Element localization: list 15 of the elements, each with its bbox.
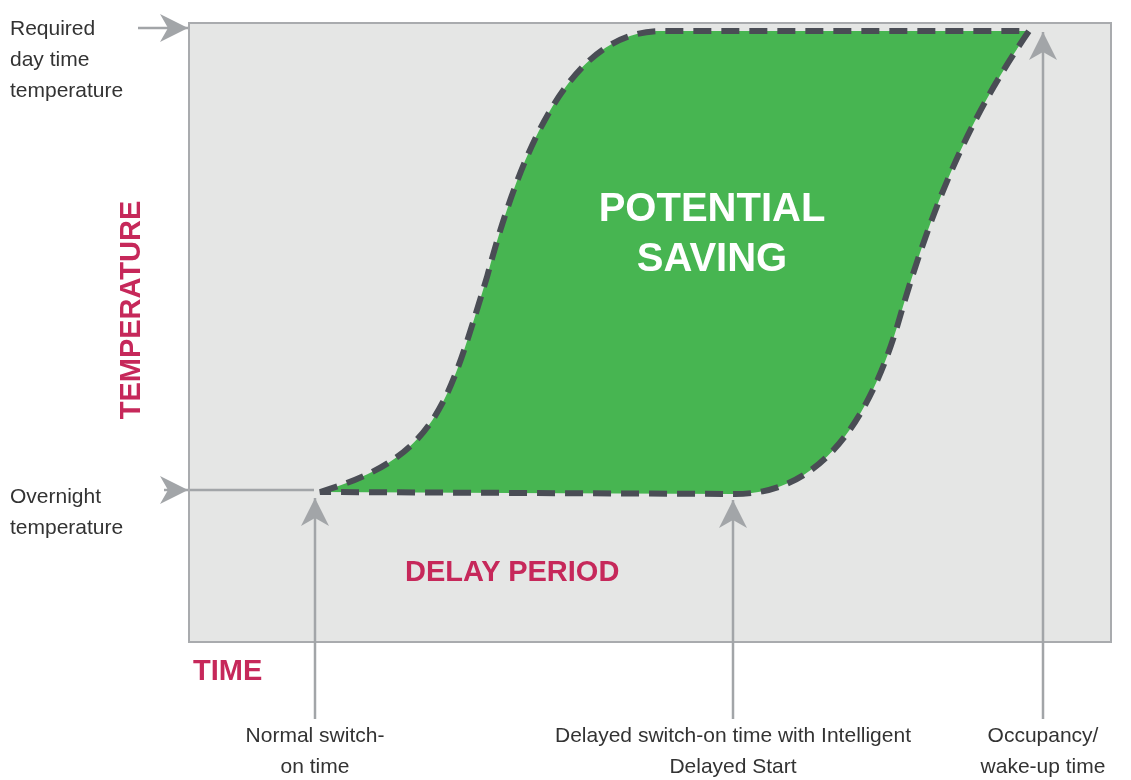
chart-plot-area	[188, 22, 1112, 643]
arrow	[138, 14, 188, 42]
axis-title: TEMPERATURE	[113, 200, 147, 420]
axis-marker-label: Required day time temperature	[10, 12, 134, 105]
arrow	[160, 476, 188, 504]
period-label: DELAY PERIOD	[405, 555, 620, 588]
arrow	[1029, 32, 1057, 719]
axis-marker-label: Occupancy/ wake-up time	[958, 719, 1128, 780]
arrow	[719, 500, 747, 719]
axis-marker-label: Overnight temperature	[10, 480, 160, 542]
axis-title: TIME	[193, 654, 263, 687]
arrow	[301, 498, 329, 719]
axis-marker-label: Delayed switch-on time with Intelligent Delayed Start	[548, 719, 918, 780]
area-label: POTENTIAL SAVING	[597, 184, 827, 281]
axis-marker-label: Normal switch-on time	[240, 719, 390, 780]
